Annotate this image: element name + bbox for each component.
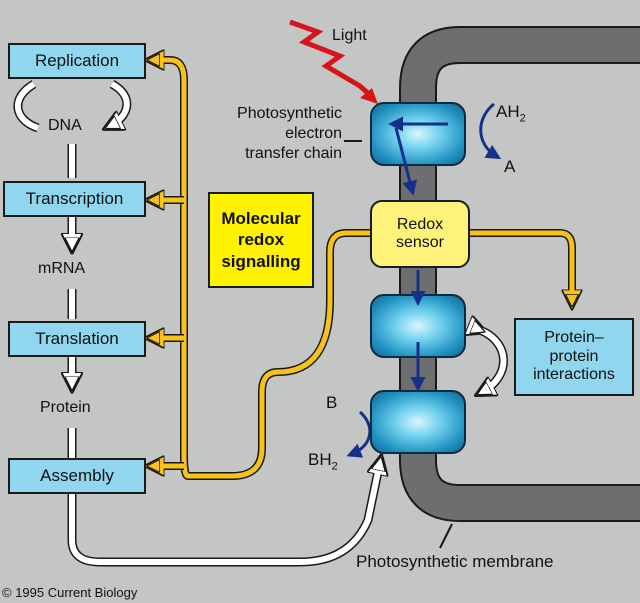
- ah2-to-a-arrow: [479, 102, 502, 160]
- b-label: B: [326, 393, 338, 412]
- complex-interaction-double-arrow: [480, 330, 508, 392]
- electron-transfer-complex-top: [370, 102, 466, 166]
- redox-sensor-line-1: Redox: [396, 215, 444, 233]
- protein-protein-interactions-box: Protein– protein interactions: [514, 318, 634, 396]
- mrna-label: mRNA: [38, 260, 86, 277]
- electron-transfer-complex-bottom: [370, 390, 466, 454]
- dna-replication-cycle: [13, 80, 132, 133]
- signal-line-2: redox: [237, 230, 285, 250]
- interactions-line-2: protein: [549, 347, 599, 365]
- ah2-subscript: 2: [519, 112, 526, 125]
- electron-transfer-complex-middle: [370, 294, 466, 358]
- signal-line-3: signalling: [221, 251, 301, 271]
- electron-transfer-chain-label: Photosynthetic electron transfer chain: [202, 104, 342, 164]
- bh2-text: BH: [308, 450, 332, 469]
- redox-sensor-box: Redox sensor: [370, 200, 470, 268]
- redox-sensor-line-2: sensor: [395, 234, 445, 251]
- ah2-label: AH2: [496, 102, 526, 124]
- signal-line-1: Molecular: [221, 209, 301, 229]
- assembly-to-membrane-arrow: [67, 462, 380, 567]
- replication-box: Replication: [8, 43, 146, 79]
- interactions-line-3: interactions: [533, 366, 615, 384]
- molecular-redox-signalling-box: Molecular redox signalling: [208, 192, 314, 288]
- copyright-notice: © 1995 Current Biology: [2, 585, 138, 600]
- ah2-text: AH: [496, 102, 520, 121]
- chain-label-line-2: electron: [285, 125, 342, 142]
- dna-label: DNA: [48, 117, 82, 134]
- a-label: A: [504, 157, 516, 176]
- transcription-box: Transcription: [3, 181, 146, 217]
- photosynthetic-membrane-label: Photosynthetic membrane: [356, 552, 554, 571]
- light-bolt: [289, 19, 378, 104]
- protein-label: Protein: [40, 399, 91, 416]
- bh2-subscript: 2: [331, 460, 338, 473]
- interactions-line-1: Protein–: [544, 329, 604, 347]
- bh2-label: BH2: [308, 450, 338, 472]
- redox-signalling-arrows: [152, 60, 572, 480]
- translation-box: Translation: [8, 321, 146, 357]
- assembly-box: Assembly: [8, 458, 146, 494]
- b-to-bh2-arrow: [346, 410, 372, 458]
- chain-label-line-3: transfer chain: [245, 145, 342, 162]
- light-label: Light: [332, 27, 367, 44]
- chain-label-line-1: Photosynthetic: [237, 105, 342, 122]
